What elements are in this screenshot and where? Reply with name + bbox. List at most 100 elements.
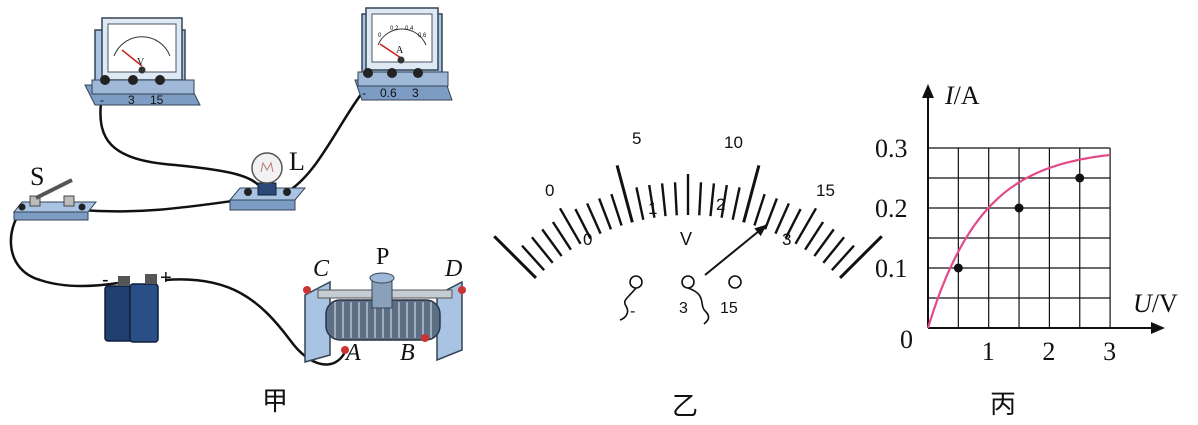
dial-tick <box>598 198 613 230</box>
ammeter-symbol: A <box>396 45 404 56</box>
ammeter-face-tick-0: 0 <box>378 33 382 39</box>
caption-yi: 乙 <box>672 392 698 422</box>
ammeter-terminal-neg: - <box>362 86 366 100</box>
y-axis-unit: /A <box>954 81 980 110</box>
dial-tick <box>709 183 716 217</box>
dial-tick <box>784 208 802 239</box>
dial-tick <box>763 198 778 230</box>
dial-tick <box>521 244 546 272</box>
rheostat-label-c: C <box>313 256 330 282</box>
x-tick-label: 2 <box>1042 337 1055 366</box>
dial-tick <box>794 207 818 245</box>
dial-tick <box>731 187 741 220</box>
ammeter-terminal-0.6: 0.6 <box>380 86 397 100</box>
dial-pointer-arrow <box>754 224 767 237</box>
y-axis-var: I <box>944 81 955 110</box>
dial-inner-2: 2 <box>716 195 725 214</box>
ammeter: A 0 0.2 0.4 0.6 - 0.6 3 <box>354 7 453 101</box>
dial-tick <box>660 183 667 217</box>
dial-outer-15: 15 <box>816 181 835 200</box>
dial-tick <box>635 187 645 220</box>
battery: - + <box>102 267 172 343</box>
dial-inner-0: 0 <box>583 230 592 249</box>
dial-inner-3: 3 <box>782 230 791 249</box>
dial-tick <box>493 235 538 280</box>
voltmeter-terminal-3: 3 <box>128 93 135 107</box>
dial-tick <box>804 221 825 251</box>
x-axis-var: U <box>1133 289 1154 318</box>
dial-tick <box>574 208 592 239</box>
dial-outer-5: 5 <box>632 129 641 148</box>
dial-tick <box>838 235 883 280</box>
x-axis-unit: /V <box>1152 289 1178 318</box>
dial-terminal-15: 15 <box>720 300 738 317</box>
dial-tick <box>551 221 572 251</box>
graph-grid <box>928 147 1111 328</box>
x-axis-label: U/V <box>1133 289 1178 318</box>
voltmeter: V - 3 15 <box>84 17 201 107</box>
dial-inner-1: 1 <box>648 199 657 218</box>
dial-tick <box>822 236 846 264</box>
y-axis-label: I/A <box>944 81 980 110</box>
dial-ticks <box>493 164 883 280</box>
dial-tick <box>541 228 563 257</box>
dial-tick <box>648 184 656 218</box>
battery-positive: + <box>160 267 172 289</box>
rheostat-label-d: D <box>444 256 462 282</box>
iu-point <box>1075 173 1085 183</box>
dial-tick <box>813 228 835 257</box>
x-tick-label: 1 <box>982 337 995 366</box>
dial-pointer <box>704 223 768 276</box>
dial-tick <box>742 164 761 223</box>
dial-terminal-3: 3 <box>679 300 688 317</box>
dial-tick <box>615 164 634 223</box>
voltmeter-symbol: V <box>137 57 145 68</box>
graph-tick-labels: 1 2 3 0.1 0.2 0.3 <box>875 134 1116 366</box>
dial-outer-10: 10 <box>724 133 743 152</box>
ammeter-terminal-3: 3 <box>412 86 419 100</box>
x-tick-label: 3 <box>1103 337 1116 366</box>
dial-tick <box>586 202 602 235</box>
rheostat-label-a: A <box>344 340 361 366</box>
iu-graph: 1 2 3 0.1 0.2 0.3 0 I/A U/V 丙 <box>875 81 1178 420</box>
circuit-diagram: V - 3 15 A 0 0.2 0.4 0.6 <box>9 7 466 417</box>
ammeter-face-tick-2: 0.4 <box>405 26 414 32</box>
voltmeter-terminal-neg: - <box>100 93 104 107</box>
lamp: L <box>228 147 307 211</box>
dial-tick <box>753 193 766 226</box>
caption-bing: 丙 <box>990 390 1016 420</box>
voltmeter-dial: 0 5 10 15 0 1 2 3 V - 3 15 乙 <box>493 129 883 422</box>
dial-tick <box>558 207 582 245</box>
wires <box>9 84 369 366</box>
dial-tick <box>774 202 790 235</box>
iu-point <box>953 263 963 273</box>
dial-terminals <box>619 275 742 325</box>
iu-points <box>953 173 1085 273</box>
y-tick-label: 0.3 <box>875 134 908 163</box>
ammeter-face-tick-1: 0.2 <box>390 26 399 32</box>
switch: S <box>12 162 98 221</box>
y-tick-label: 0.2 <box>875 194 908 223</box>
ammeter-face-tick-3: 0.6 <box>418 33 427 39</box>
dial-tick <box>673 182 678 216</box>
dial-tick <box>830 244 855 272</box>
rheostat: C D P A B <box>303 244 466 366</box>
iu-point <box>1014 203 1024 213</box>
switch-label: S <box>30 162 44 191</box>
y-tick-label: 0.1 <box>875 254 908 283</box>
dial-outer-0: 0 <box>545 181 554 200</box>
battery-negative: - <box>102 269 109 291</box>
x-axis-arrow <box>1151 322 1165 334</box>
dial-tick <box>610 193 623 226</box>
dial-terminal-neg: - <box>630 303 635 320</box>
dial-tick <box>698 182 703 216</box>
dial-tick <box>720 184 728 218</box>
dial-tick <box>530 236 554 264</box>
caption-jia: 甲 <box>262 387 288 417</box>
iu-curve <box>926 153 1111 329</box>
origin-label: 0 <box>900 325 913 354</box>
y-axis-arrow <box>922 84 934 98</box>
voltmeter-terminal-15: 15 <box>150 93 164 107</box>
rheostat-label-p: P <box>376 244 389 270</box>
rheostat-label-b: B <box>400 340 415 366</box>
